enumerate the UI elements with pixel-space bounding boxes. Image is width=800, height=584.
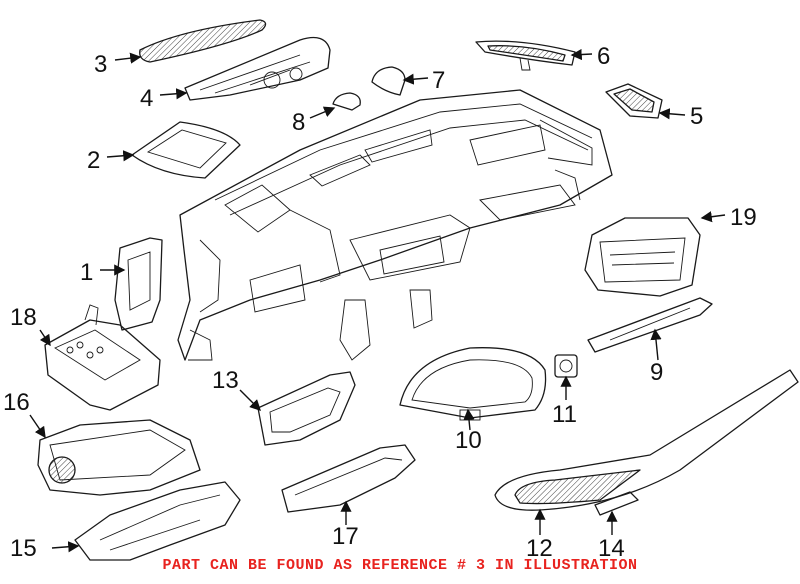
part-18-bracket-module <box>44 304 161 411</box>
part-8-cover <box>332 92 361 111</box>
callout-17: 17 <box>332 523 359 550</box>
part-2-display-panel <box>131 121 241 179</box>
part-17-bracket <box>281 444 416 513</box>
part-19-airbag-module <box>584 217 701 297</box>
part-3-trim <box>139 19 267 63</box>
part-9-trim-strip <box>587 297 713 353</box>
part-1-side-bracket <box>114 237 163 331</box>
part-5-side-vent <box>605 83 663 119</box>
callout-11: 11 <box>552 401 577 428</box>
callout-numbers: 3 4 2 6 7 8 5 19 1 18 16 15 13 10 11 9 1… <box>3 43 757 562</box>
callout-2: 2 <box>87 147 100 174</box>
callout-16: 16 <box>3 389 30 416</box>
callout-14: 14 <box>598 535 625 562</box>
callout-15: 15 <box>10 535 37 562</box>
callout-7: 7 <box>432 67 445 94</box>
dashboard-frame <box>177 89 613 361</box>
part-6-vent-grille <box>475 40 576 71</box>
part-11-clip <box>554 354 578 378</box>
part-7-cover <box>371 66 406 96</box>
callout-6: 6 <box>597 43 610 70</box>
part-12-long-trim <box>494 369 799 511</box>
callout-3: 3 <box>94 51 107 78</box>
part-16-knee-bolster <box>37 419 201 496</box>
part-13-trim-panel <box>257 371 356 446</box>
leader-lines <box>29 48 726 553</box>
callout-8: 8 <box>292 109 305 136</box>
callout-19: 19 <box>730 204 757 231</box>
part-14-strip <box>594 491 639 516</box>
footer-note: PART CAN BE FOUND AS REFERENCE # 3 IN IL… <box>162 557 638 574</box>
callout-9: 9 <box>650 359 663 386</box>
callout-12: 12 <box>526 535 553 562</box>
part-4-upper-panel <box>184 36 331 101</box>
callout-5: 5 <box>690 103 703 130</box>
callout-10: 10 <box>455 427 482 454</box>
callout-13: 13 <box>212 367 239 394</box>
callout-18: 18 <box>10 304 37 331</box>
callout-4: 4 <box>140 85 153 112</box>
part-15-lower-panel <box>74 481 241 561</box>
callout-1: 1 <box>80 259 93 286</box>
part-10-instrument-cluster <box>399 347 547 421</box>
